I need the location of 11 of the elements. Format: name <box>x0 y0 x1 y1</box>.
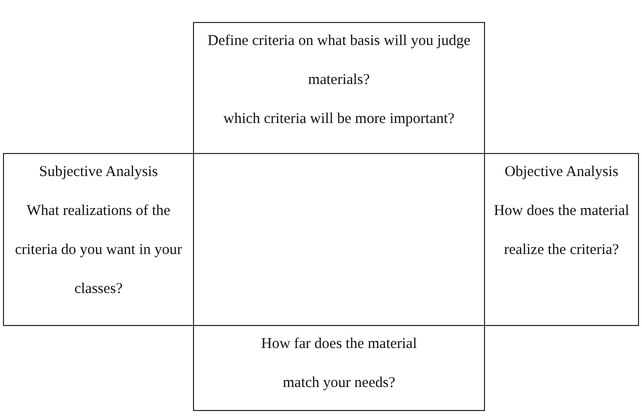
criteria-box <box>193 22 485 154</box>
question-text: Define criteria on what basis will you judge materials? <box>206 32 472 90</box>
subjective-analysis-box <box>3 153 194 326</box>
question-text: How does the material realize the criteria? <box>492 202 630 260</box>
box-heading: Objective Analysis <box>504 163 620 182</box>
question-text: which criteria will be more important? <box>222 110 456 129</box>
needs-match-box <box>193 325 485 411</box>
question-text: How far does the material match your needs? <box>260 335 418 393</box>
objective-analysis-box <box>484 153 639 326</box>
question-text: What realizations of the criteria do you want in your classes? <box>14 202 184 299</box>
box-heading: Subjective Analysis <box>38 163 159 182</box>
